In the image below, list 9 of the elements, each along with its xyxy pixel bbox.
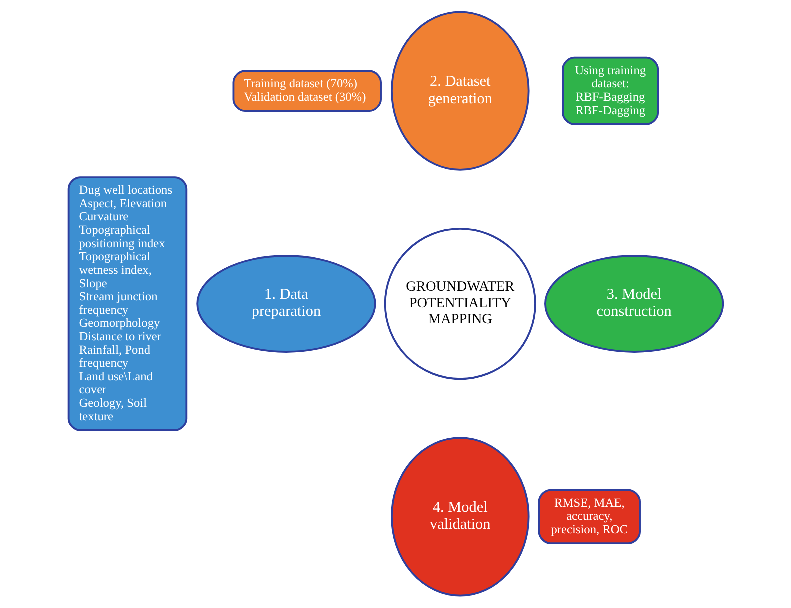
node-ellipse: 4. Model validation: [390, 437, 530, 597]
node-box: Using training dataset: RBF-Bagging RBF-Dagging: [562, 56, 659, 126]
node-ellipse: 2. Dataset generation: [390, 11, 530, 171]
node-ellipse: 1. Data preparation: [196, 255, 376, 353]
node-box: Dug well locations Aspect, Elevation Curvature Topographical positioning index Topographical wetness index, Slope Stream junction frequency Geomorphology Distance to river Rainfall, Pond frequency Land use\Land cover Geology, Soil texture: [67, 176, 188, 432]
node-circle: GROUNDWATER POTENTIALITY MAPPING: [384, 228, 536, 380]
node-box: Training dataset (70%) Validation dataset (30%): [232, 70, 382, 112]
node-ellipse: 3. Model construction: [544, 255, 724, 353]
node-box: RMSE, MAE, accuracy, precision, ROC: [538, 489, 640, 544]
